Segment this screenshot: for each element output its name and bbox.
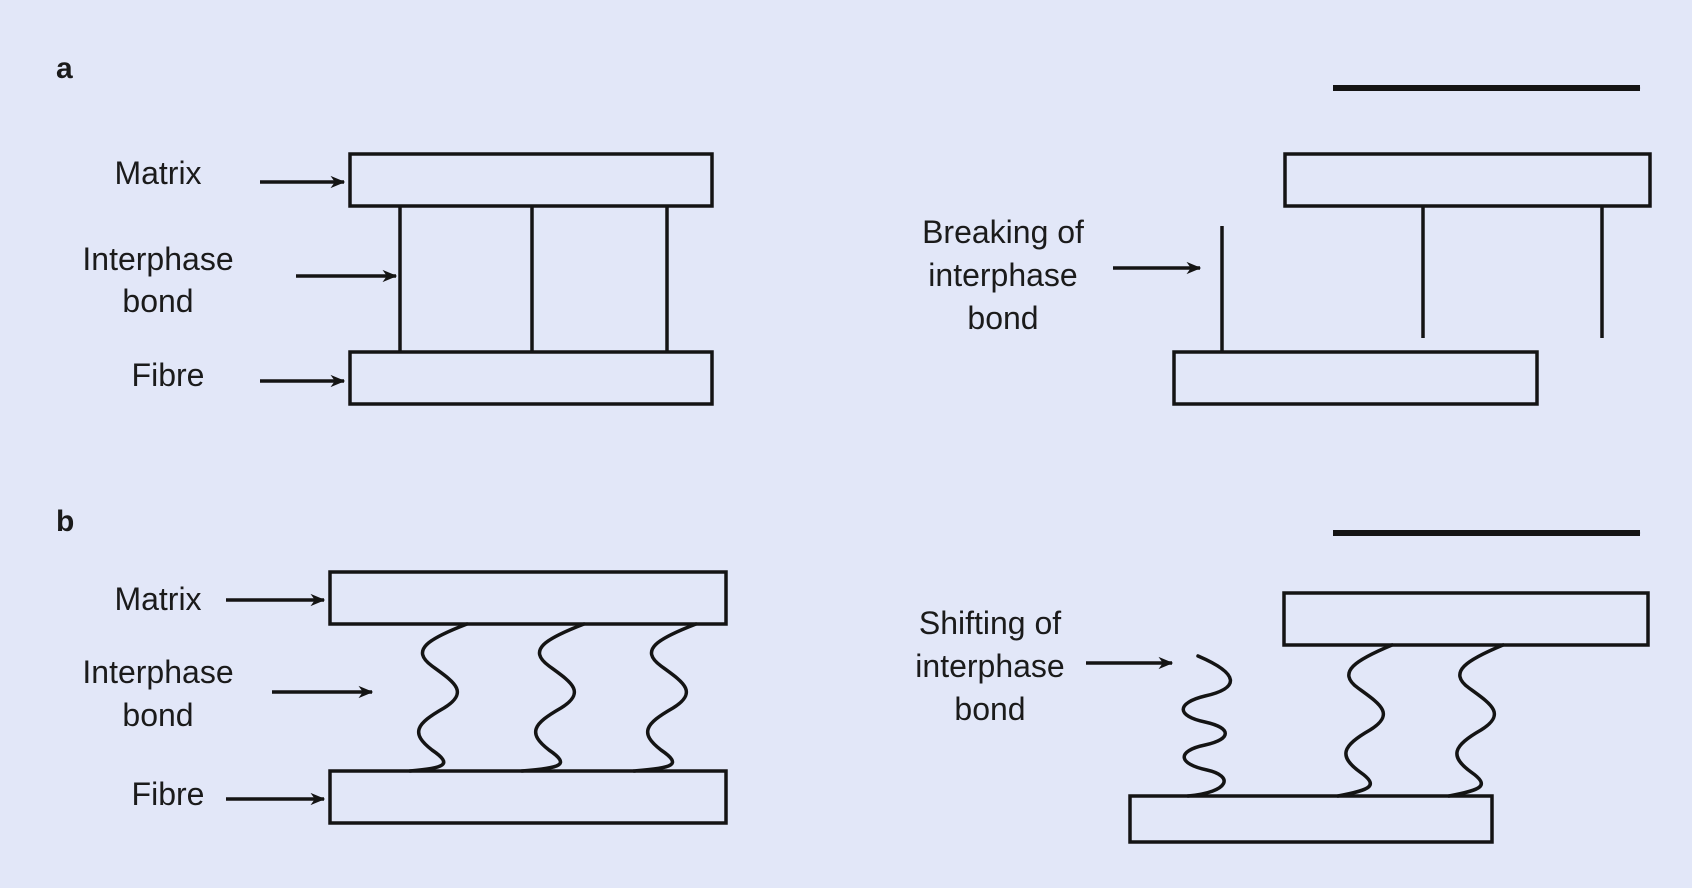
breaking-label-line2: interphase xyxy=(928,257,1077,293)
fibre-block-b-shifted xyxy=(1128,794,1494,844)
panel-a-breaking: Breaking of interphase bond xyxy=(922,85,1652,406)
panel-a-intact: Matrix Interphase bond Fibre xyxy=(82,152,714,406)
matrix-label-b: Matrix xyxy=(114,581,201,617)
fibre-block xyxy=(348,350,714,406)
matrix-block xyxy=(348,152,714,208)
interphase-label-line1: Interphase xyxy=(82,241,233,277)
panel-b-letter: b xyxy=(56,505,74,538)
spring-bond-b-shifted-2 xyxy=(1447,643,1505,798)
matrix-block-shifted xyxy=(1283,152,1652,208)
spring-bond-2 xyxy=(520,622,586,773)
compressed-spring-bond xyxy=(1181,654,1233,798)
fibre-label-b: Fibre xyxy=(132,776,205,812)
fibre-label: Fibre xyxy=(132,357,205,393)
panel-a-letter: a xyxy=(56,52,73,85)
matrix-block-b-shifted xyxy=(1282,591,1650,647)
spring-bond-b-shifted-1 xyxy=(1336,643,1394,798)
shifting-label-line3: bond xyxy=(954,691,1025,727)
panel-b: b Matrix Interphase bond Fibre Shifting … xyxy=(56,505,1650,844)
panel-b-shifting: Shifting of interphase bond xyxy=(915,530,1650,844)
panel-a: a Matrix Interphase bond Fibre Breaking … xyxy=(56,52,1652,406)
interphase-label-b-line1: Interphase xyxy=(82,654,233,690)
matrix-block-b xyxy=(328,570,728,626)
shifting-label-line2: interphase xyxy=(915,648,1064,684)
breaking-label-line1: Breaking of xyxy=(922,214,1084,250)
interphase-label-line2: bond xyxy=(122,283,193,319)
fibre-block-b xyxy=(328,769,728,825)
matrix-label: Matrix xyxy=(114,155,201,191)
spring-bond-1 xyxy=(408,622,469,773)
panel-b-intact: Matrix Interphase bond Fibre xyxy=(82,570,728,825)
breaking-label-line3: bond xyxy=(967,300,1038,336)
shifting-label-line1: Shifting of xyxy=(919,605,1061,641)
interphase-label-b-line2: bond xyxy=(122,697,193,733)
fibre-block-shifted xyxy=(1172,350,1539,406)
spring-bond-3 xyxy=(632,622,698,773)
